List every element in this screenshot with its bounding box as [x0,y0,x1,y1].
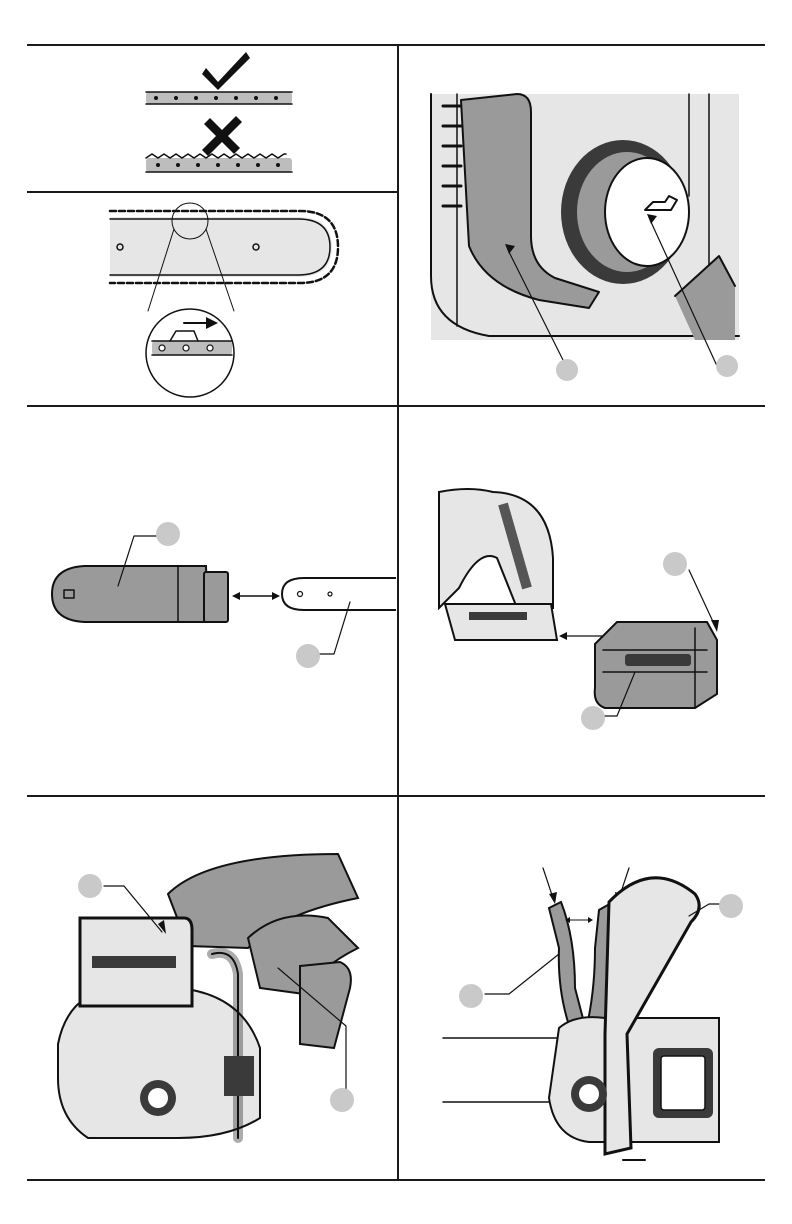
chain-incorrect [146,154,292,172]
row-divider-1 [27,405,765,407]
callout-circle [78,874,102,898]
callout-circle [581,706,605,730]
cross-mark-icon [202,116,242,156]
bar-scabbard [52,566,228,622]
direction-arrow-icon [184,317,218,329]
figure-battery-install [399,408,765,794]
callout-1-leader [459,954,559,1008]
callout-circle [296,644,320,668]
guide-bar-tip [282,578,396,610]
check-mark-icon [202,52,250,90]
callout-circle [663,552,687,576]
row-divider-2 [27,795,765,797]
callout-circle [459,984,483,1008]
callout-2-leader [296,602,350,668]
callout-1-leader [663,552,719,632]
chain-correct [146,92,292,104]
push-pull-arrow-icon [232,592,280,600]
callout-circle [330,1088,354,1112]
guide-bar [110,203,338,283]
chainsaw-body [58,918,260,1138]
tool-handle [439,489,557,640]
figure-hand-placement [28,798,396,1178]
callout-circle [716,355,738,377]
callout-circle [556,359,578,381]
callout-circle [156,522,180,546]
battery-pack [595,622,717,708]
figure-chain-condition [28,46,396,190]
figure-oil-cap [399,46,765,404]
callout-circle [719,894,743,918]
figure-trigger-operation [399,798,765,1178]
bottom-rule [27,1179,765,1181]
figure-chain-direction [28,193,396,404]
battery-pack [300,962,351,1048]
figure-scabbard-removal [28,408,396,794]
